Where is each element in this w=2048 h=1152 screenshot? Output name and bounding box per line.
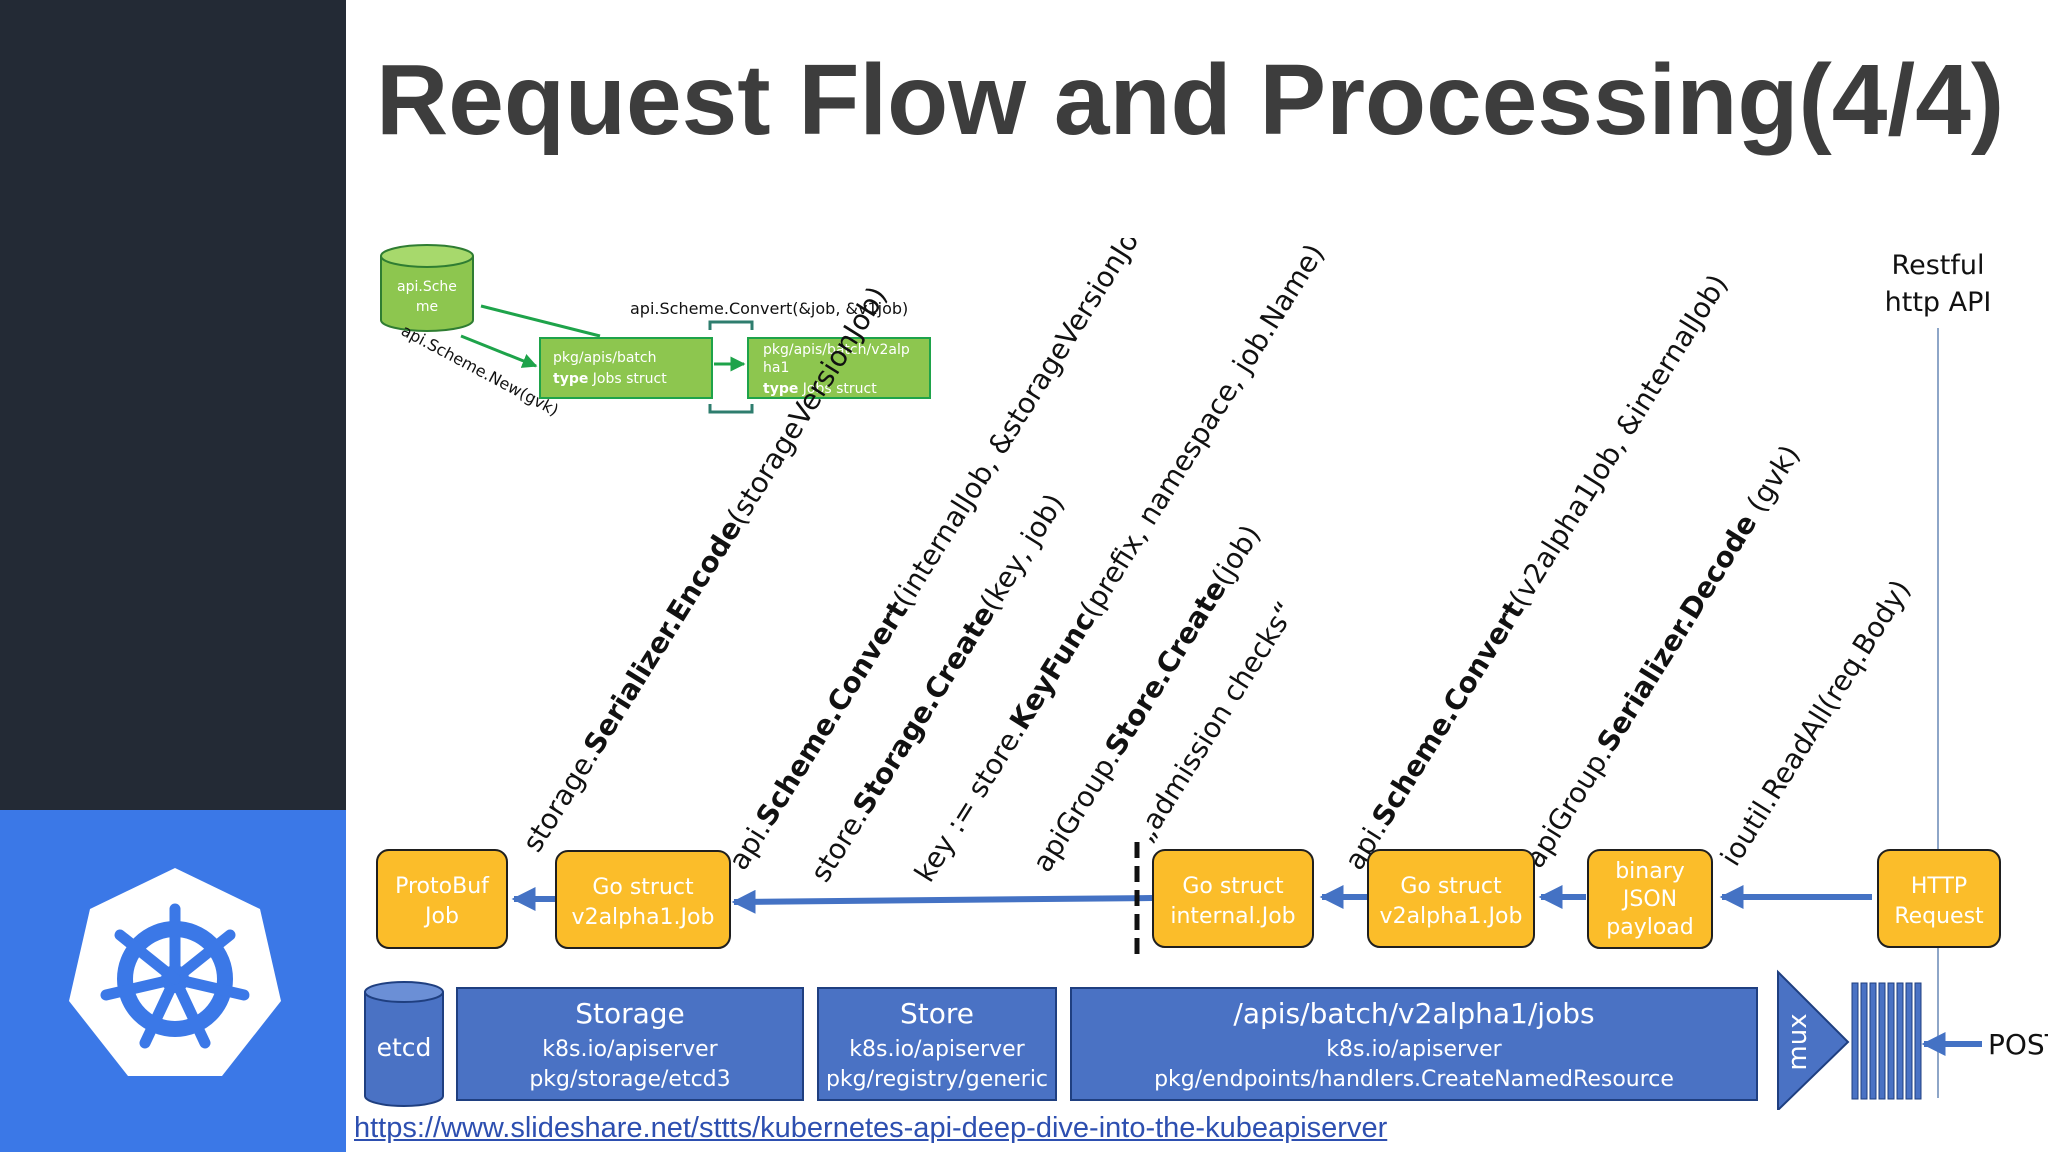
layer-row: etcd Storage k8s.io/apiserver pkg/storag… bbox=[364, 969, 2048, 1110]
etcd-cylinder-icon bbox=[364, 981, 444, 1107]
scheme-cylinder-label-1: api.Sche bbox=[397, 279, 457, 295]
storage-layer-box bbox=[456, 987, 804, 1101]
node-binary-label-1: binary bbox=[1615, 859, 1685, 884]
node-go-v2alpha1-request bbox=[1367, 849, 1535, 948]
endpoint-layer-box bbox=[1070, 987, 1758, 1101]
source-link[interactable]: https://www.slideshare.net/sttts/kuberne… bbox=[354, 1112, 1388, 1144]
store-layer-title: Store bbox=[900, 997, 974, 1030]
scheme-convert-link bbox=[480, 304, 601, 338]
store-layer-box bbox=[817, 987, 1057, 1101]
pkg-batch-label: pkg/apis/batch bbox=[553, 350, 657, 366]
node-go-v2-storage-label-2: v2alpha1.Job bbox=[572, 905, 715, 930]
handler-bars-icon bbox=[1851, 982, 1922, 1100]
node-go-v2-request-label-2: v2alpha1.Job bbox=[1380, 904, 1523, 929]
node-binary-label-2: JSON bbox=[1621, 887, 1677, 912]
convert-bracket-top bbox=[708, 320, 754, 330]
endpoint-layer-title: /apis/batch/v2alpha1/jobs bbox=[1233, 997, 1594, 1030]
storage-layer-title: Storage bbox=[575, 997, 685, 1030]
flow-arrows bbox=[511, 842, 1872, 958]
scheme-new-arrow bbox=[460, 334, 538, 368]
pkg-batch-type-label: type Jobs struct bbox=[553, 371, 667, 387]
slide-title: Request Flow and Processing(4/4) bbox=[376, 44, 2005, 156]
endpoint-layer-line2: pkg/endpoints/handlers.CreateNamedResour… bbox=[1154, 1067, 1674, 1092]
node-http-label-1: HTTP bbox=[1911, 874, 1967, 899]
pkg-batch-box bbox=[539, 337, 713, 399]
kubernetes-logo-icon bbox=[69, 868, 281, 1076]
scheme-inset: api.Sche me pkg/apis/batch type Jobs str… bbox=[380, 244, 931, 420]
step-labels: storage.Serializer.Encode(storageVersion… bbox=[516, 238, 1917, 888]
node-go-internal-job bbox=[1152, 849, 1314, 948]
storage-layer-line2: pkg/storage/etcd3 bbox=[529, 1067, 730, 1092]
endpoint-layer-line1: k8s.io/apiserver bbox=[1326, 1037, 1502, 1062]
node-go-internal-label-2: internal.Job bbox=[1170, 904, 1295, 929]
scheme-new-label: api.Scheme.New(gvk) bbox=[398, 321, 562, 420]
mux-arrow-icon bbox=[1777, 969, 1850, 1110]
node-go-v2alpha1-storage bbox=[555, 850, 731, 949]
store-layer-line1: k8s.io/apiserver bbox=[849, 1037, 1025, 1062]
node-protobuf-job bbox=[376, 849, 508, 949]
node-go-internal-label-1: Go struct bbox=[1182, 874, 1284, 899]
node-go-v2-request-label-1: Go struct bbox=[1400, 874, 1502, 899]
step-key-func: key := store.KeyFunc(prefix, namespace, … bbox=[908, 238, 1331, 888]
step-admission-checks: „admission checks“ bbox=[1128, 596, 1302, 848]
pkg-v2alpha1-label-2: ha1 bbox=[763, 360, 789, 376]
node-http-request bbox=[1877, 849, 2001, 948]
store-layer-line2: pkg/registry/generic bbox=[826, 1067, 1048, 1092]
step-read-all: ioutil.ReadAll(req.Body) bbox=[1714, 574, 1917, 872]
node-http-label-2: Request bbox=[1894, 904, 1984, 929]
scheme-cylinder-icon bbox=[380, 244, 474, 332]
node-go-v2-storage-label-1: Go struct bbox=[592, 875, 694, 900]
node-protobuf-label-1: ProtoBuf bbox=[395, 874, 490, 899]
restful-label-1: Restful bbox=[1892, 250, 1985, 281]
storage-layer-line1: k8s.io/apiserver bbox=[542, 1037, 718, 1062]
etcd-label: etcd bbox=[377, 1033, 432, 1062]
pkg-batch-v2alpha1-box bbox=[747, 337, 931, 399]
pkg-v2alpha1-type-label: type Jobs struct bbox=[763, 381, 877, 397]
restful-label-2: http API bbox=[1885, 287, 1992, 318]
request-flow-diagram: api.Sche me pkg/apis/batch type Jobs str… bbox=[364, 238, 2048, 1110]
node-binary-label-3: payload bbox=[1606, 915, 1693, 940]
flow-nodes: ProtoBuf Job Go struct v2alpha1.Job Go s… bbox=[376, 849, 2001, 949]
node-binary-json-payload bbox=[1587, 849, 1713, 949]
post-label: POST bbox=[1988, 1028, 2048, 1061]
sidebar-dark-panel bbox=[0, 0, 346, 810]
flow-arrow-internal-to-storage bbox=[731, 889, 1153, 914]
step-scheme-convert-internal: api.Scheme.Convert(v2alpha1Job, &interna… bbox=[1338, 269, 1734, 876]
scheme-cylinder-label-2: me bbox=[416, 299, 438, 315]
pkg-v2alpha1-label-1: pkg/apis/batch/v2alp bbox=[763, 342, 910, 358]
node-protobuf-label-2: Job bbox=[423, 904, 459, 929]
convert-bracket-bottom bbox=[708, 404, 754, 414]
scheme-convert-label: api.Scheme.Convert(&job, &v1job) bbox=[630, 299, 908, 318]
mux-label: mux bbox=[1783, 1013, 1813, 1070]
